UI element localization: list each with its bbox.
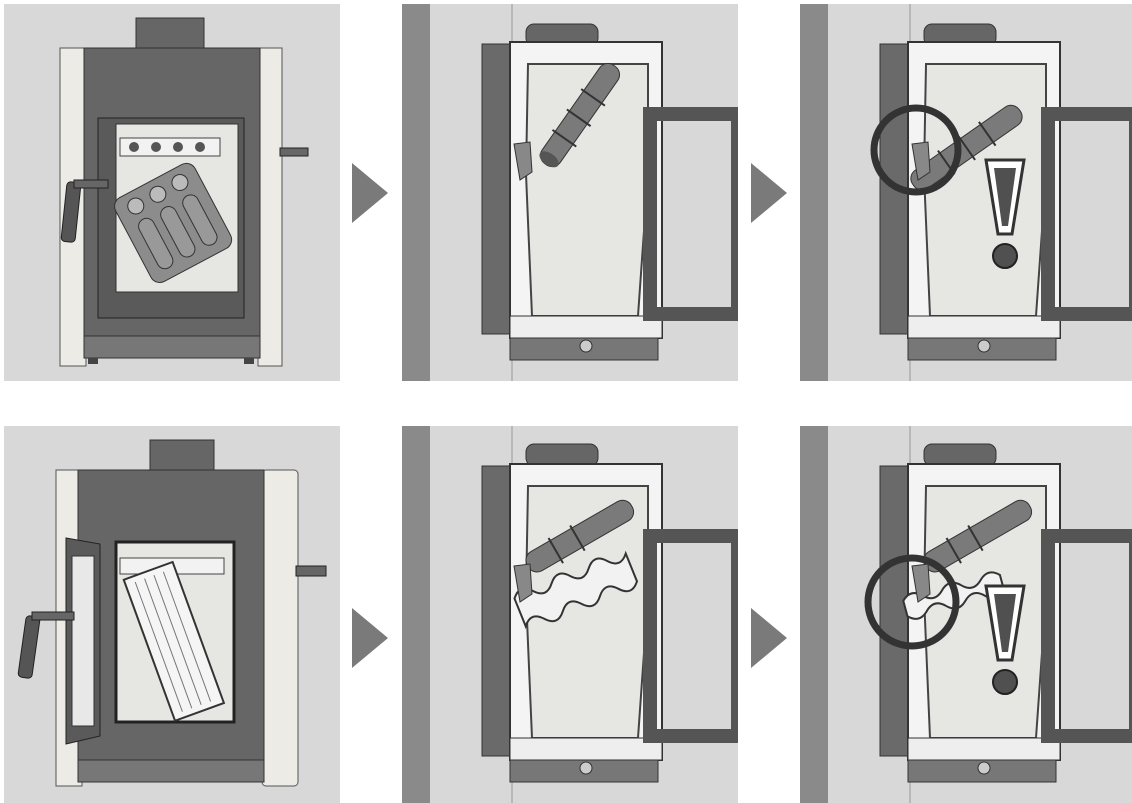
step-arrow-icon [751,163,787,223]
panel-section-check-plate [800,426,1132,803]
warning-exclamation-icon [984,158,1026,269]
panel-stove-front-plate [4,426,340,803]
panel-section-check-tubes [800,4,1132,381]
highlight-circle-icon [870,104,962,196]
panel-section-plate-installed [402,426,738,803]
step-arrow-icon [352,163,388,223]
highlight-circle-icon [864,554,960,650]
step-arrow-icon [751,608,787,668]
panel-stove-front-tubes [4,4,340,381]
panel-section-tubes-installed [402,4,738,381]
step-arrow-icon [352,608,388,668]
warning-exclamation-icon [984,584,1026,695]
